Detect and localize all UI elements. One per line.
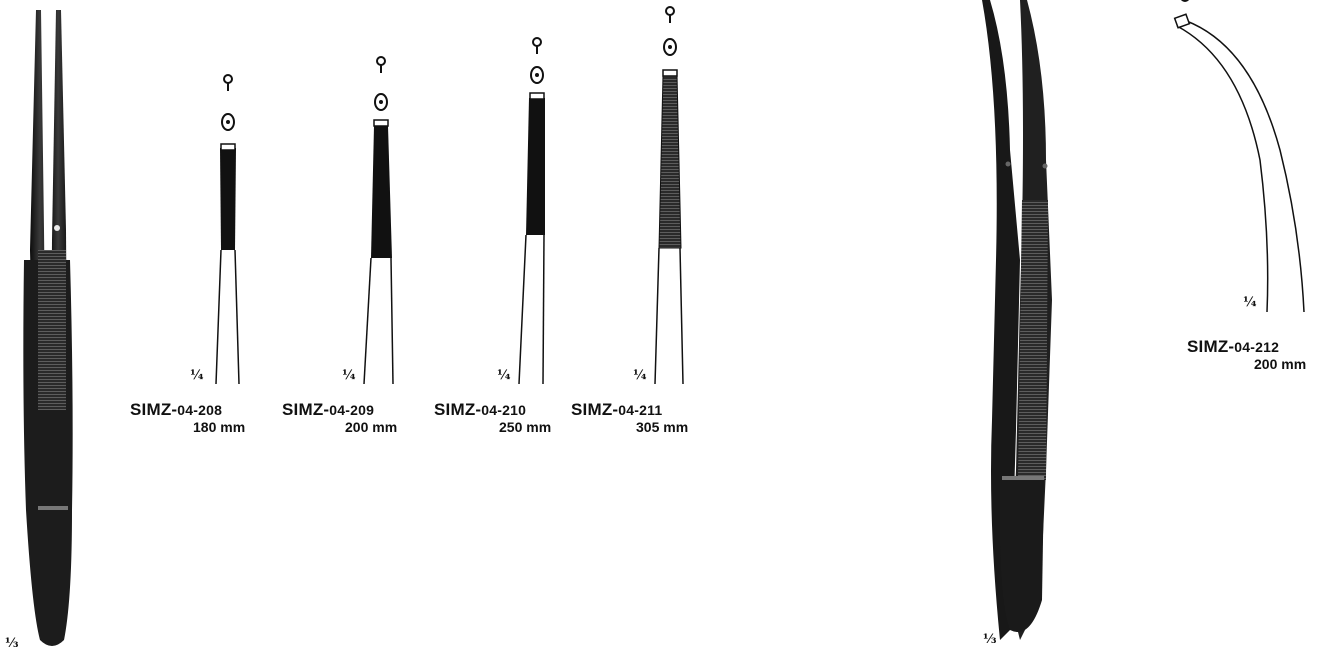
detail-scale-label: ¼: [190, 368, 204, 383]
detail-scale-label: ¼: [342, 368, 356, 383]
tip-detail-04-209: [363, 56, 394, 385]
product-length: 200 mm: [1254, 356, 1307, 372]
product-length: 305 mm: [636, 419, 689, 435]
product-code: SIMZ-04-212: [1187, 337, 1280, 356]
product-code: SIMZ-04-211: [571, 400, 663, 419]
curved-main-scale-label: ⅓: [983, 632, 997, 647]
product-code: SIMZ-04-208: [130, 400, 223, 419]
product-code: SIMZ-04-209: [282, 400, 375, 419]
detail-scale-label: ¼: [497, 368, 511, 383]
tip-detail-04-210: [518, 37, 545, 385]
product-length: 200 mm: [345, 419, 398, 435]
product-length: 180 mm: [193, 419, 246, 435]
detail-scale-label: ¼: [633, 368, 647, 383]
product-code: SIMZ-04-210: [434, 400, 527, 419]
main-scale-label: ⅓: [5, 636, 19, 651]
detail-scale-label: ¼: [1243, 295, 1257, 310]
tip-detail-04-211: [654, 6, 684, 385]
product-length: 250 mm: [499, 419, 552, 435]
tip-detail-04-208: [215, 74, 240, 385]
